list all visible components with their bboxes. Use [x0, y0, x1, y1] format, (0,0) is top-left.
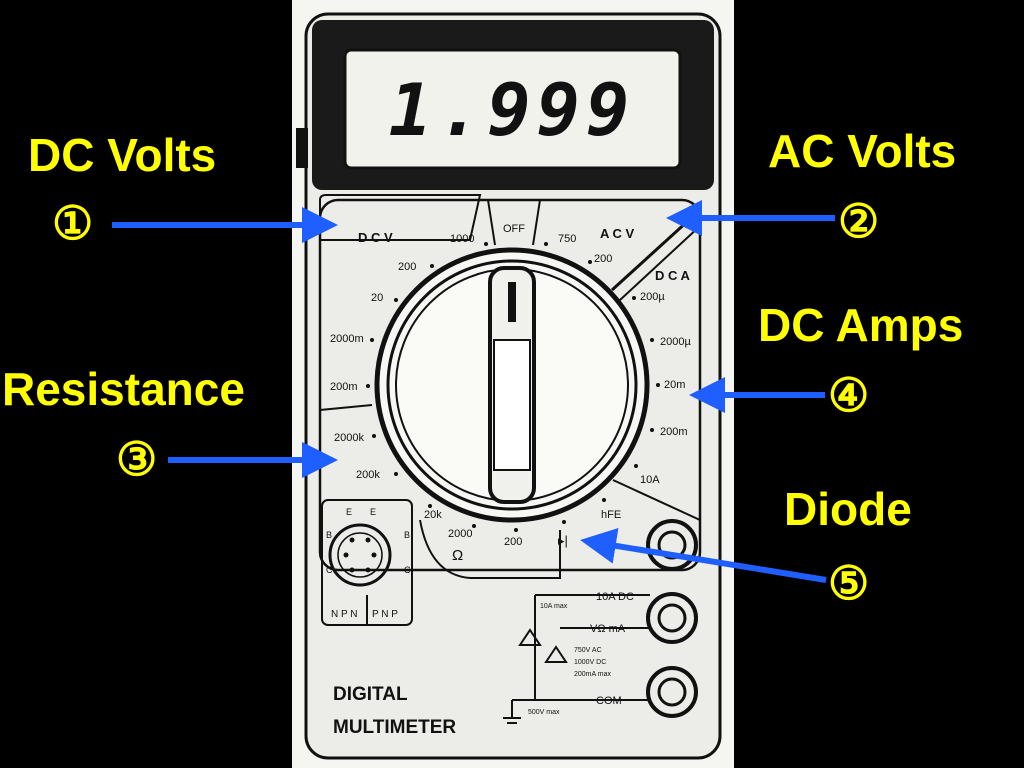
arrow-diode	[580, 528, 827, 583]
dca-range-200m[interactable]: 200m	[660, 426, 688, 438]
collector-pin-label-2: C	[404, 565, 411, 575]
diode-label: Diode	[784, 483, 912, 535]
jack-10a[interactable]	[646, 519, 698, 571]
pnp-label: P N P	[372, 609, 398, 620]
jack-v-ohm-ma[interactable]	[646, 592, 698, 644]
side-button	[296, 128, 308, 168]
warning-icon	[518, 628, 542, 646]
dcv-range-1000[interactable]: 1000	[450, 233, 474, 245]
off-position[interactable]: OFF	[503, 223, 525, 235]
npn-label: N P N	[331, 609, 358, 620]
lcd-screen	[343, 48, 682, 170]
input-jacks: 10A DC VΩ mA COM 10A max 750V AC 1000V D…	[503, 519, 698, 724]
jack-com[interactable]	[646, 666, 698, 718]
brand-line-1: DIGITAL	[333, 684, 408, 705]
transistor-socket[interactable]: E E B B C C N P N P N P	[321, 499, 413, 626]
dcv-range-2000m[interactable]: 2000m	[330, 333, 364, 345]
emitter-pin-label: E	[346, 507, 352, 517]
ohm-range-20k[interactable]: 20k	[424, 509, 442, 521]
callout-number-1: ①	[52, 197, 94, 249]
dcv-range-20[interactable]: 20	[371, 292, 383, 304]
acv-range-750[interactable]: 750	[558, 233, 576, 245]
emitter-pin-label-2: E	[370, 507, 376, 517]
callout-number-2: ②	[838, 195, 880, 247]
dc-amps-label: DC Amps	[758, 299, 964, 351]
dcv-section-label: D C V	[358, 230, 393, 245]
warning-ma-note: 200mA max	[574, 671, 611, 678]
ohm-range-2000k[interactable]: 2000k	[334, 432, 364, 444]
jack-com-label: COM	[596, 695, 622, 707]
ten-a-max-note: 10A max	[540, 603, 568, 610]
ac-volts-label: AC Volts	[768, 125, 957, 177]
base-pin-label-2: B	[404, 530, 410, 540]
dca-range-10a[interactable]: 10A	[640, 474, 660, 486]
warning-icon-2	[544, 645, 568, 663]
dca-section-label: D C A	[655, 268, 691, 283]
hfe-position[interactable]: hFE	[601, 509, 621, 521]
rotary-selector[interactable]	[374, 247, 650, 523]
jack-v-ohm-ma-label: VΩ mA	[590, 623, 626, 635]
collector-pin-label: C	[326, 565, 333, 575]
ohm-range-200[interactable]: 200	[504, 536, 522, 548]
callout-arrows	[112, 200, 835, 583]
ohm-range-2000[interactable]: 2000	[448, 528, 472, 540]
brand-line-2: MULTIMETER	[333, 717, 456, 738]
diode-position[interactable]: ▸|	[558, 533, 568, 548]
callout-number-5: ⑤	[828, 557, 870, 609]
warning-ac-note: 750V AC	[574, 647, 602, 654]
base-pin-label: B	[326, 530, 332, 540]
acv-section-label: A C V	[600, 226, 635, 241]
range-dots	[366, 242, 660, 532]
dca-range-2000u[interactable]: 2000µ	[660, 336, 691, 348]
acv-range-200[interactable]: 200	[594, 253, 612, 265]
lcd-reading: 1.999	[389, 68, 636, 152]
dc-volts-label: DC Volts	[28, 129, 217, 181]
jack-10a-label: 10A DC	[596, 591, 634, 603]
dca-range-200u[interactable]: 200µ	[640, 291, 665, 303]
ohm-symbol: Ω	[452, 547, 463, 564]
com-max-note: 500V max	[528, 709, 560, 716]
dca-range-20m[interactable]: 20m	[664, 379, 685, 391]
callout-number-4: ④	[828, 369, 870, 421]
warning-dc-note: 1000V DC	[574, 659, 606, 666]
resistance-label: Resistance	[2, 363, 245, 415]
ohm-range-200k[interactable]: 200k	[356, 469, 380, 481]
callout-number-3: ③	[116, 433, 158, 485]
dcv-range-200m[interactable]: 200m	[330, 381, 358, 393]
dcv-range-200[interactable]: 200	[398, 261, 416, 273]
